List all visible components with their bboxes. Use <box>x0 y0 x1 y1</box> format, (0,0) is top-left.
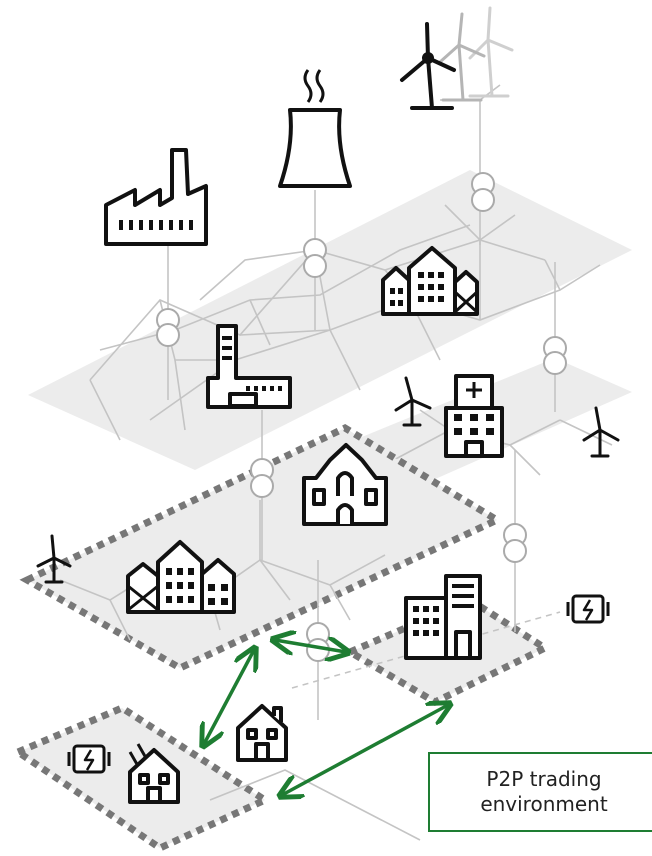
hospital-icon <box>444 374 504 458</box>
legend-line-2: environment <box>480 792 608 816</box>
household-microgrid <box>10 704 421 853</box>
p2p-legend-box: P2P trading environment <box>428 752 652 832</box>
city-block-icon <box>381 246 479 316</box>
trade-arrows <box>204 640 448 795</box>
cooling-tower-icon <box>278 69 352 188</box>
town-hall-icon <box>302 443 388 526</box>
city-block-icon <box>126 540 236 614</box>
house-icon <box>236 704 288 762</box>
wind-turbine-icon <box>36 376 620 584</box>
solar-house-icon <box>128 743 180 804</box>
factory-icon <box>104 148 208 246</box>
office-building-icon <box>404 574 482 660</box>
battery-storage-icon <box>67 594 610 774</box>
industrial-plant-icon <box>206 324 292 409</box>
wind-turbine-icon <box>400 6 514 110</box>
legend-line-1: P2P trading <box>486 767 602 791</box>
